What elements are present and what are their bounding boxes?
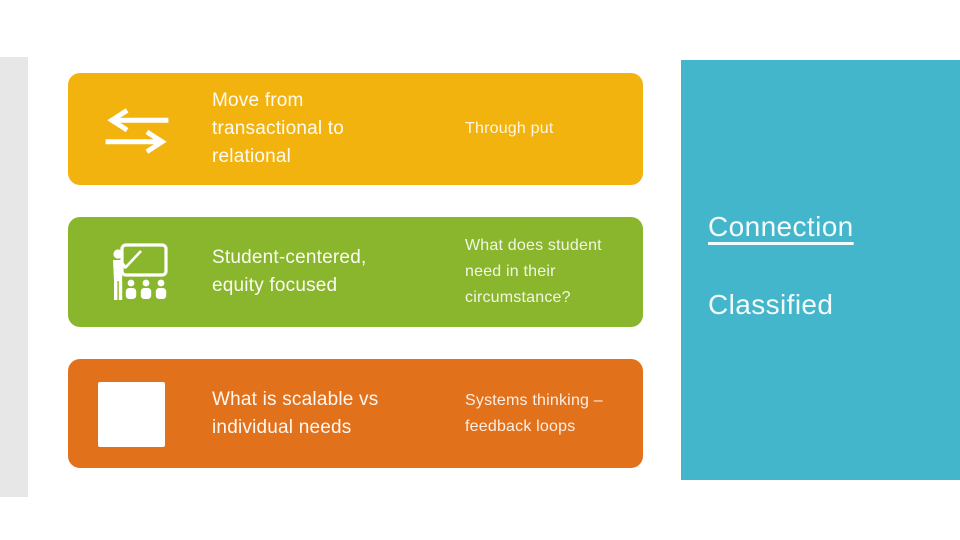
card-title: Move from transactional to relational [212, 90, 345, 167]
card-scalable-vs-individual: What is scalable vs individual needs Sys… [68, 359, 643, 468]
side-item-classified: Classified [708, 289, 834, 320]
card-title: What is scalable vs individual needs [212, 388, 379, 438]
link-connection[interactable]: Connection [708, 211, 854, 242]
card-move-from-transactional: Move from transactional to relational Th… [68, 73, 643, 185]
card-note: What does student need in their circumst… [465, 237, 602, 306]
left-margin-strip [0, 57, 28, 497]
blank-square-icon [98, 382, 165, 447]
card-title: Student-centered, equity focused [212, 247, 367, 296]
card-note: Systems thinking – feedback loops [465, 391, 603, 435]
swap-arrows-icon [102, 105, 172, 162]
card-student-centered: Student-centered, equity focused What do… [68, 217, 643, 327]
presentation-icon [104, 242, 172, 309]
card-note: Through put [465, 120, 554, 137]
side-panel: Connection Classified [681, 60, 960, 480]
